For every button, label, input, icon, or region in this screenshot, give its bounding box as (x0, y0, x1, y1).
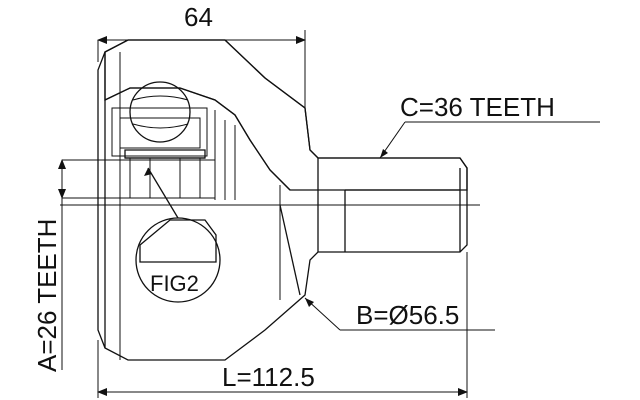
ball-upper (129, 81, 191, 143)
spline-a-label: A=26 TEETH (32, 219, 62, 372)
diameter-b-label: B=Ø56.5 (356, 300, 459, 330)
detail-fig2: FIG2 (135, 167, 221, 303)
dimension-64: 64 (97, 2, 306, 108)
length-label: L=112.5 (222, 362, 315, 392)
dimension-length: L=112.5 (97, 252, 468, 398)
leader-spline-c: C=36 TEETH (379, 92, 600, 159)
dim-top-label: 64 (184, 2, 213, 32)
spline-c-label: C=36 TEETH (400, 92, 555, 122)
detail-label: FIG2 (150, 271, 199, 296)
hatched-section (104, 39, 468, 191)
ball-cage-assembly (62, 81, 236, 200)
dimension-spline-a: A=26 TEETH (32, 159, 66, 372)
leader-diameter-b: B=Ø56.5 (304, 297, 495, 331)
